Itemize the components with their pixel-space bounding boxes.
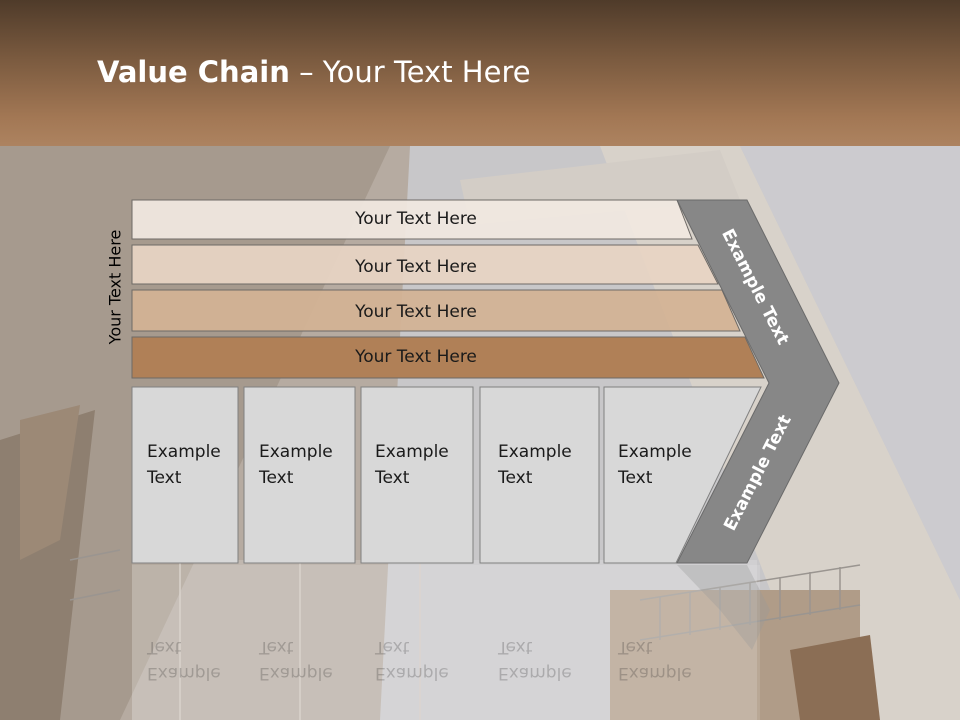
title-banner (0, 0, 960, 146)
column-3-reflection-line1: Example (375, 663, 449, 683)
column-box-1 (131, 386, 239, 564)
column-5-line1: Example (618, 442, 692, 462)
chevron-reflection (677, 565, 770, 650)
column-3-line1: Example (375, 442, 449, 462)
bar-4-label: Your Text Here (355, 347, 477, 367)
bar-1-label: Your Text Here (355, 209, 477, 229)
column-2-reflection: Example Text (259, 634, 333, 686)
column-box-4 (479, 386, 600, 564)
column-5-reflection-line1: Example (618, 663, 692, 683)
column-3-text: Example Text (375, 439, 449, 491)
column-5-line2: Text (618, 468, 653, 488)
bar-1 (131, 199, 693, 240)
chevron-arrow (676, 199, 840, 564)
column-4-line1: Example (498, 442, 572, 462)
column-1-reflection-line1: Example (147, 663, 221, 683)
bar-4 (131, 336, 765, 379)
column-5-reflection: Example Text (618, 634, 692, 686)
slide-title: Value Chain – Your Text Here (97, 55, 531, 89)
column-box-2 (243, 386, 356, 564)
bar-3-label: Your Text Here (355, 302, 477, 322)
column-4-reflection-line2: Text (498, 637, 533, 657)
bar-2 (131, 244, 719, 285)
column-3-reflection: Example Text (375, 634, 449, 686)
column-3-line2: Text (375, 468, 410, 488)
column-5-text: Example Text (618, 439, 692, 491)
bar-3 (131, 289, 741, 332)
column-3-reflection-line2: Text (375, 637, 410, 657)
column-box-5 (603, 386, 762, 564)
title-rest-text: – Your Text Here (289, 55, 531, 89)
title-bold-text: Value Chain (97, 55, 290, 89)
column-4-text: Example Text (498, 439, 572, 491)
column-1-reflection: Example Text (147, 634, 221, 686)
column-1-text: Example Text (147, 439, 221, 491)
column-2-line1: Example (259, 442, 333, 462)
column-4-reflection: Example Text (498, 634, 572, 686)
column-2-reflection-line1: Example (259, 663, 333, 683)
column-1-line1: Example (147, 442, 221, 462)
column-1-reflection-line2: Text (147, 637, 182, 657)
column-2-line2: Text (259, 468, 294, 488)
column-2-text: Example Text (259, 439, 333, 491)
bar-2-label: Your Text Here (355, 257, 477, 277)
column-1-line2: Text (147, 468, 182, 488)
column-5-reflection-line2: Text (618, 637, 653, 657)
column-2-reflection-line2: Text (259, 637, 294, 657)
column-reflection (132, 565, 760, 720)
column-box-3 (360, 386, 474, 564)
column-4-reflection-line1: Example (498, 663, 572, 683)
column-4-line2: Text (498, 468, 533, 488)
side-label-text: Your Text Here (105, 229, 125, 345)
